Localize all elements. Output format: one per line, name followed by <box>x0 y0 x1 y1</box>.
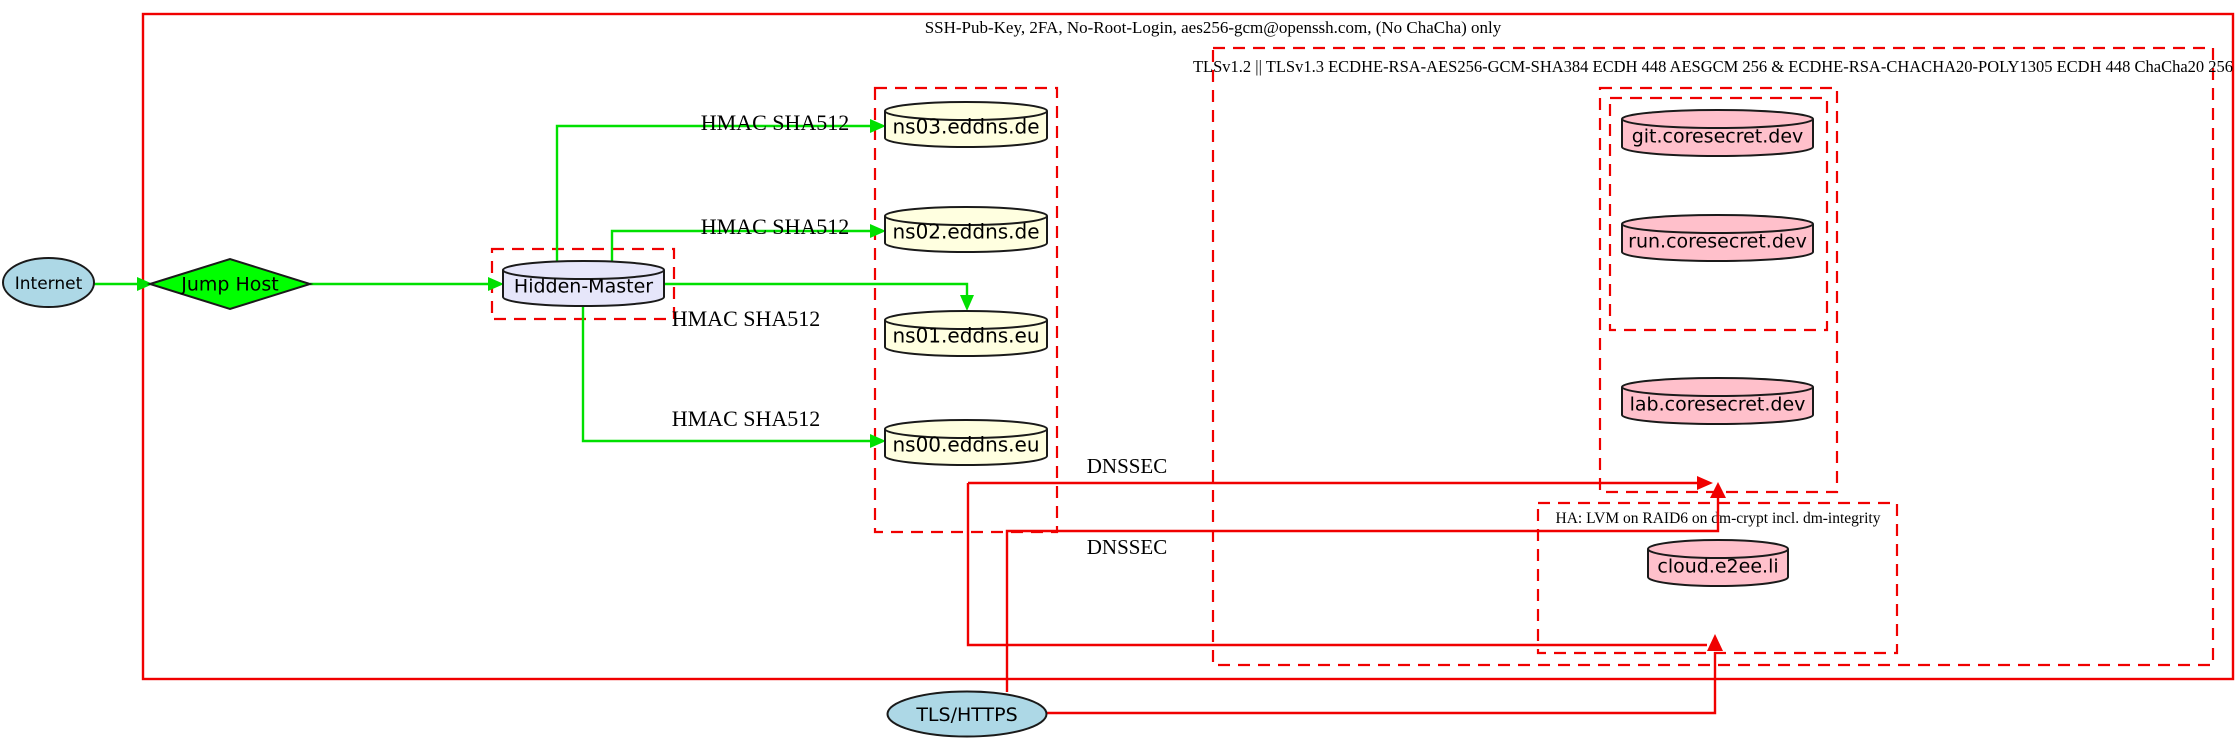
cluster-coresecret-inner-box <box>1608 96 1829 332</box>
cluster-ssh-label: SSH-Pub-Key, 2FA, No-Root-Login, aes256-… <box>925 18 1502 37</box>
node-lab-coresecret: lab.coresecret.dev <box>1621 377 1814 425</box>
node-git-label: git.coresecret.dev <box>1632 126 1804 148</box>
cluster-tls-box <box>1211 46 2215 667</box>
edge-hiddenmaster-to-ns03 <box>555 119 886 262</box>
node-ns01-label: ns01.eddns.eu <box>892 324 1039 348</box>
arrowhead <box>488 277 504 291</box>
node-cloud-e2ee: cloud.e2ee.li <box>1647 539 1789 587</box>
node-run-label: run.coresecret.dev <box>1628 231 1807 253</box>
node-run-coresecret: run.coresecret.dev <box>1621 214 1814 262</box>
edge-label-hmac-ns01: HMAC SHA512 <box>672 306 821 331</box>
node-ns00: ns00.eddns.eu <box>884 419 1048 466</box>
arrowhead <box>870 434 886 448</box>
node-git-coresecret: git.coresecret.dev <box>1621 109 1814 157</box>
edge-dnssec-to-ha <box>966 483 1723 651</box>
node-ns02-label: ns02.eddns.de <box>892 220 1039 244</box>
cluster-eddns-box <box>873 86 1059 534</box>
node-lab-label: lab.coresecret.dev <box>1630 394 1806 416</box>
node-internet: Internet <box>2 257 95 308</box>
cluster-coresecret-outer-box <box>1598 86 1839 494</box>
edge-internet-to-jumphost <box>94 277 153 291</box>
node-internet-label: Internet <box>15 274 83 294</box>
node-ns03-label: ns03.eddns.de <box>892 115 1039 139</box>
arrowhead <box>1697 476 1713 490</box>
arrowhead <box>137 277 153 291</box>
edge-label-dnssec-2: DNSSEC <box>1087 535 1168 559</box>
edge-dnssec-to-coresecret <box>968 476 1713 490</box>
edge-hiddenmaster-to-ns01 <box>664 282 974 311</box>
arrowhead <box>1707 634 1723 651</box>
arrowhead <box>1710 482 1726 498</box>
node-hidden-master-label: Hidden-Master <box>514 276 653 298</box>
cluster-ha-box <box>1536 501 1899 655</box>
edge-label-hmac-ns00: HMAC SHA512 <box>672 406 821 431</box>
node-cloud-label: cloud.e2ee.li <box>1657 556 1778 578</box>
edge-hiddenmaster-to-ns02 <box>610 224 886 262</box>
arrowhead <box>870 224 886 238</box>
arrowhead <box>870 119 886 133</box>
edge-hiddenmaster-to-ns00 <box>581 306 886 448</box>
node-ns01: ns01.eddns.eu <box>884 310 1048 357</box>
arrowhead <box>960 295 974 311</box>
edge-label-dnssec-1: DNSSEC <box>1087 454 1168 478</box>
edge-jumphost-to-hiddenmaster <box>310 277 504 291</box>
node-tls-https-label: TLS/HTTPS <box>915 704 1017 726</box>
node-ns02: ns02.eddns.de <box>884 206 1048 253</box>
cluster-ssh-box <box>141 12 2235 681</box>
node-ns03: ns03.eddns.de <box>884 101 1048 148</box>
node-jump-host-label: Jump Host <box>180 274 279 296</box>
edge-tlshttps-to-coresecret <box>1005 482 1726 692</box>
edge-label-hmac-ns02: HMAC SHA512 <box>701 214 850 239</box>
node-jump-host: Jump Host <box>146 257 314 311</box>
node-ns00-label: ns00.eddns.eu <box>892 433 1039 457</box>
edge-tlshttps-to-ha <box>1047 652 1717 715</box>
node-hidden-master: Hidden-Master <box>502 260 665 307</box>
cluster-tls-label: TLSv1.2 || TLSv1.3 ECDHE-RSA-AES256-GCM-… <box>1193 57 2233 76</box>
node-tls-https: TLS/HTTPS <box>886 690 1048 738</box>
edge-label-hmac-ns03: HMAC SHA512 <box>701 110 850 135</box>
